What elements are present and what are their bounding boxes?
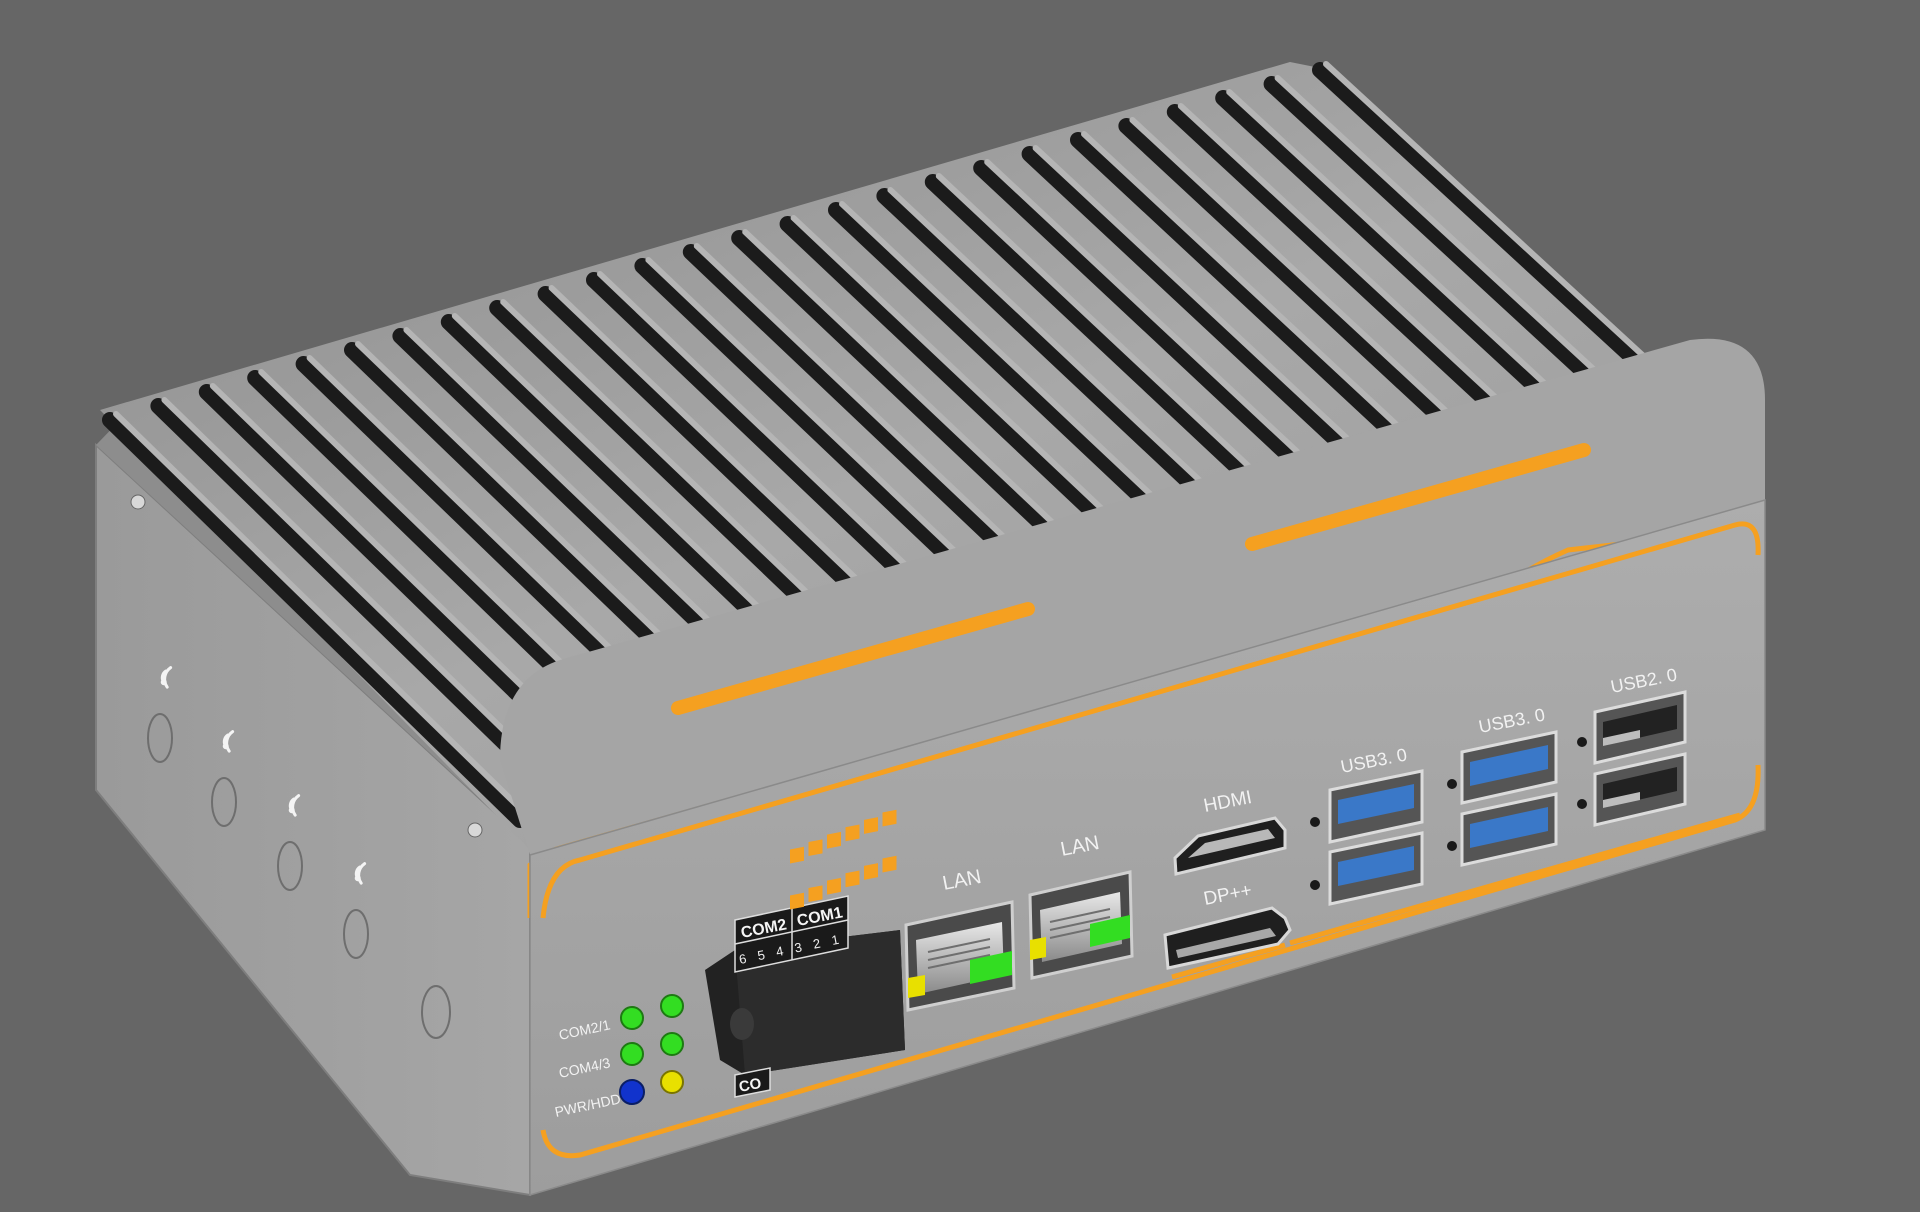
wifi-antenna-icon	[288, 794, 301, 817]
led-indicator-icon	[970, 951, 1012, 984]
com-pin-number: 3	[793, 939, 803, 955]
led-indicator-icon	[620, 1042, 644, 1066]
terminal-clamp[interactable]	[827, 877, 841, 895]
terminal-clamp[interactable]	[882, 809, 897, 827]
terminal-clamp[interactable]	[882, 855, 897, 873]
com-pin-number: 2	[812, 936, 822, 952]
heatsink-fin	[102, 412, 528, 828]
led-indicator-icon	[908, 975, 925, 998]
led-indicator-icon	[660, 994, 684, 1018]
terminal-clamp[interactable]	[790, 892, 804, 910]
terminal-clamps	[790, 809, 897, 910]
com-pin-number: 4	[775, 943, 785, 959]
terminal-clamp[interactable]	[845, 824, 860, 842]
com-pin-number: 5	[756, 947, 766, 963]
led-indicator-icon	[620, 1006, 644, 1030]
usb20-stack[interactable]: USB2. 0	[1577, 665, 1687, 827]
led-indicator-icon	[660, 1070, 684, 1094]
led-indicator-icon	[660, 1032, 684, 1056]
terminal-clamp[interactable]	[808, 885, 823, 903]
terminal-clamp[interactable]	[864, 817, 878, 834]
terminal-clamp[interactable]	[790, 846, 804, 864]
terminal-clamp[interactable]	[808, 839, 823, 857]
displayport-port[interactable]: DP++	[1163, 880, 1292, 970]
com-pin-number: 6	[738, 951, 748, 967]
screw-icon	[130, 494, 146, 510]
lan-port-right[interactable]: LAN	[1028, 832, 1134, 980]
led-indicator-icon	[1090, 915, 1130, 947]
terminal-clamp[interactable]	[845, 870, 860, 888]
heatsink-fin	[150, 398, 578, 814]
accent-stripe	[1245, 443, 1591, 551]
wifi-antenna-icon	[222, 730, 235, 753]
antenna-knockout	[147, 713, 451, 1039]
screw-icon	[467, 822, 483, 838]
terminal-clamp[interactable]	[864, 863, 878, 880]
accent-stripe	[671, 602, 1035, 715]
com-bottom-label: CO	[738, 1075, 764, 1096]
com-pin-number: 1	[830, 932, 840, 948]
led-indicator-icon	[1030, 937, 1046, 960]
terminal-clamp[interactable]	[827, 831, 841, 849]
usb30-left-stack[interactable]: USB3. 0	[1310, 745, 1424, 906]
wifi-antenna-icon	[160, 666, 173, 689]
heatsink-fin-highlight	[113, 411, 529, 817]
wifi-antenna-icon	[354, 862, 367, 885]
led-indicator-icon	[619, 1079, 645, 1105]
